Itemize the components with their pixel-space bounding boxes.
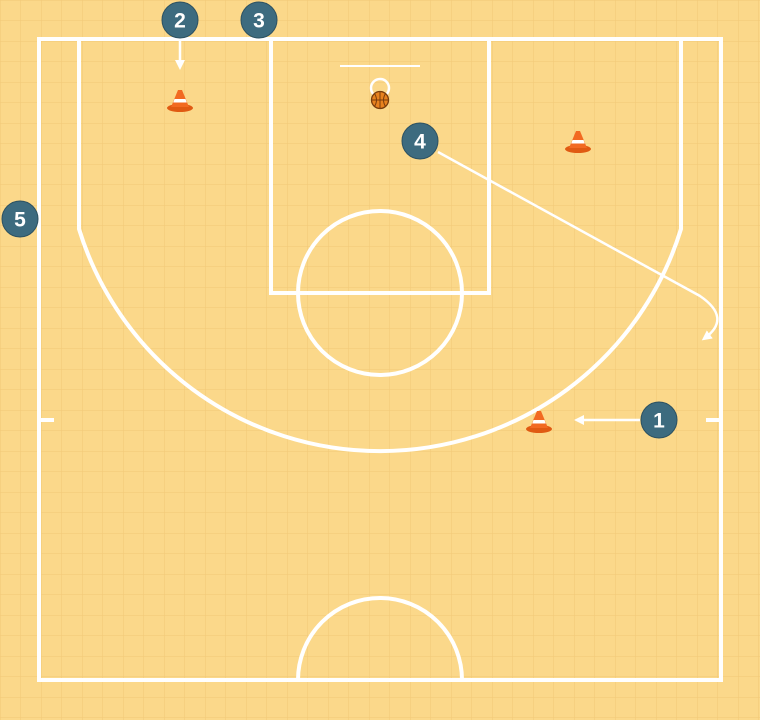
player-4-label: 4 xyxy=(414,131,426,154)
basketball-icon xyxy=(370,90,390,110)
traffic-cone-icon xyxy=(526,411,552,433)
free-throw-circle xyxy=(296,209,464,377)
player-3[interactable]: 3 xyxy=(240,1,278,39)
movement-arrows xyxy=(175,40,719,425)
player-3-marker xyxy=(240,1,278,39)
player-1-marker xyxy=(640,401,678,439)
arrow-player-4-cut xyxy=(437,150,719,341)
paint-lane xyxy=(269,37,491,295)
player-5-marker xyxy=(1,200,39,238)
player-4[interactable]: 4 xyxy=(401,122,439,160)
player-5-label: 5 xyxy=(14,209,26,232)
player-1[interactable]: 1 xyxy=(640,401,678,439)
player-3-label: 3 xyxy=(253,10,265,33)
player-2-label: 2 xyxy=(174,10,186,33)
player-2[interactable]: 2 xyxy=(161,1,199,39)
court-lines xyxy=(37,37,723,682)
traffic-cone-icon xyxy=(565,131,591,153)
center-circle xyxy=(296,596,464,681)
three-point-line xyxy=(77,39,683,454)
player-1-label: 1 xyxy=(653,410,665,433)
player-4-marker xyxy=(401,122,439,160)
player-5[interactable]: 5 xyxy=(1,200,39,238)
player-2-marker xyxy=(161,1,199,39)
traffic-cone-icon xyxy=(167,90,193,112)
